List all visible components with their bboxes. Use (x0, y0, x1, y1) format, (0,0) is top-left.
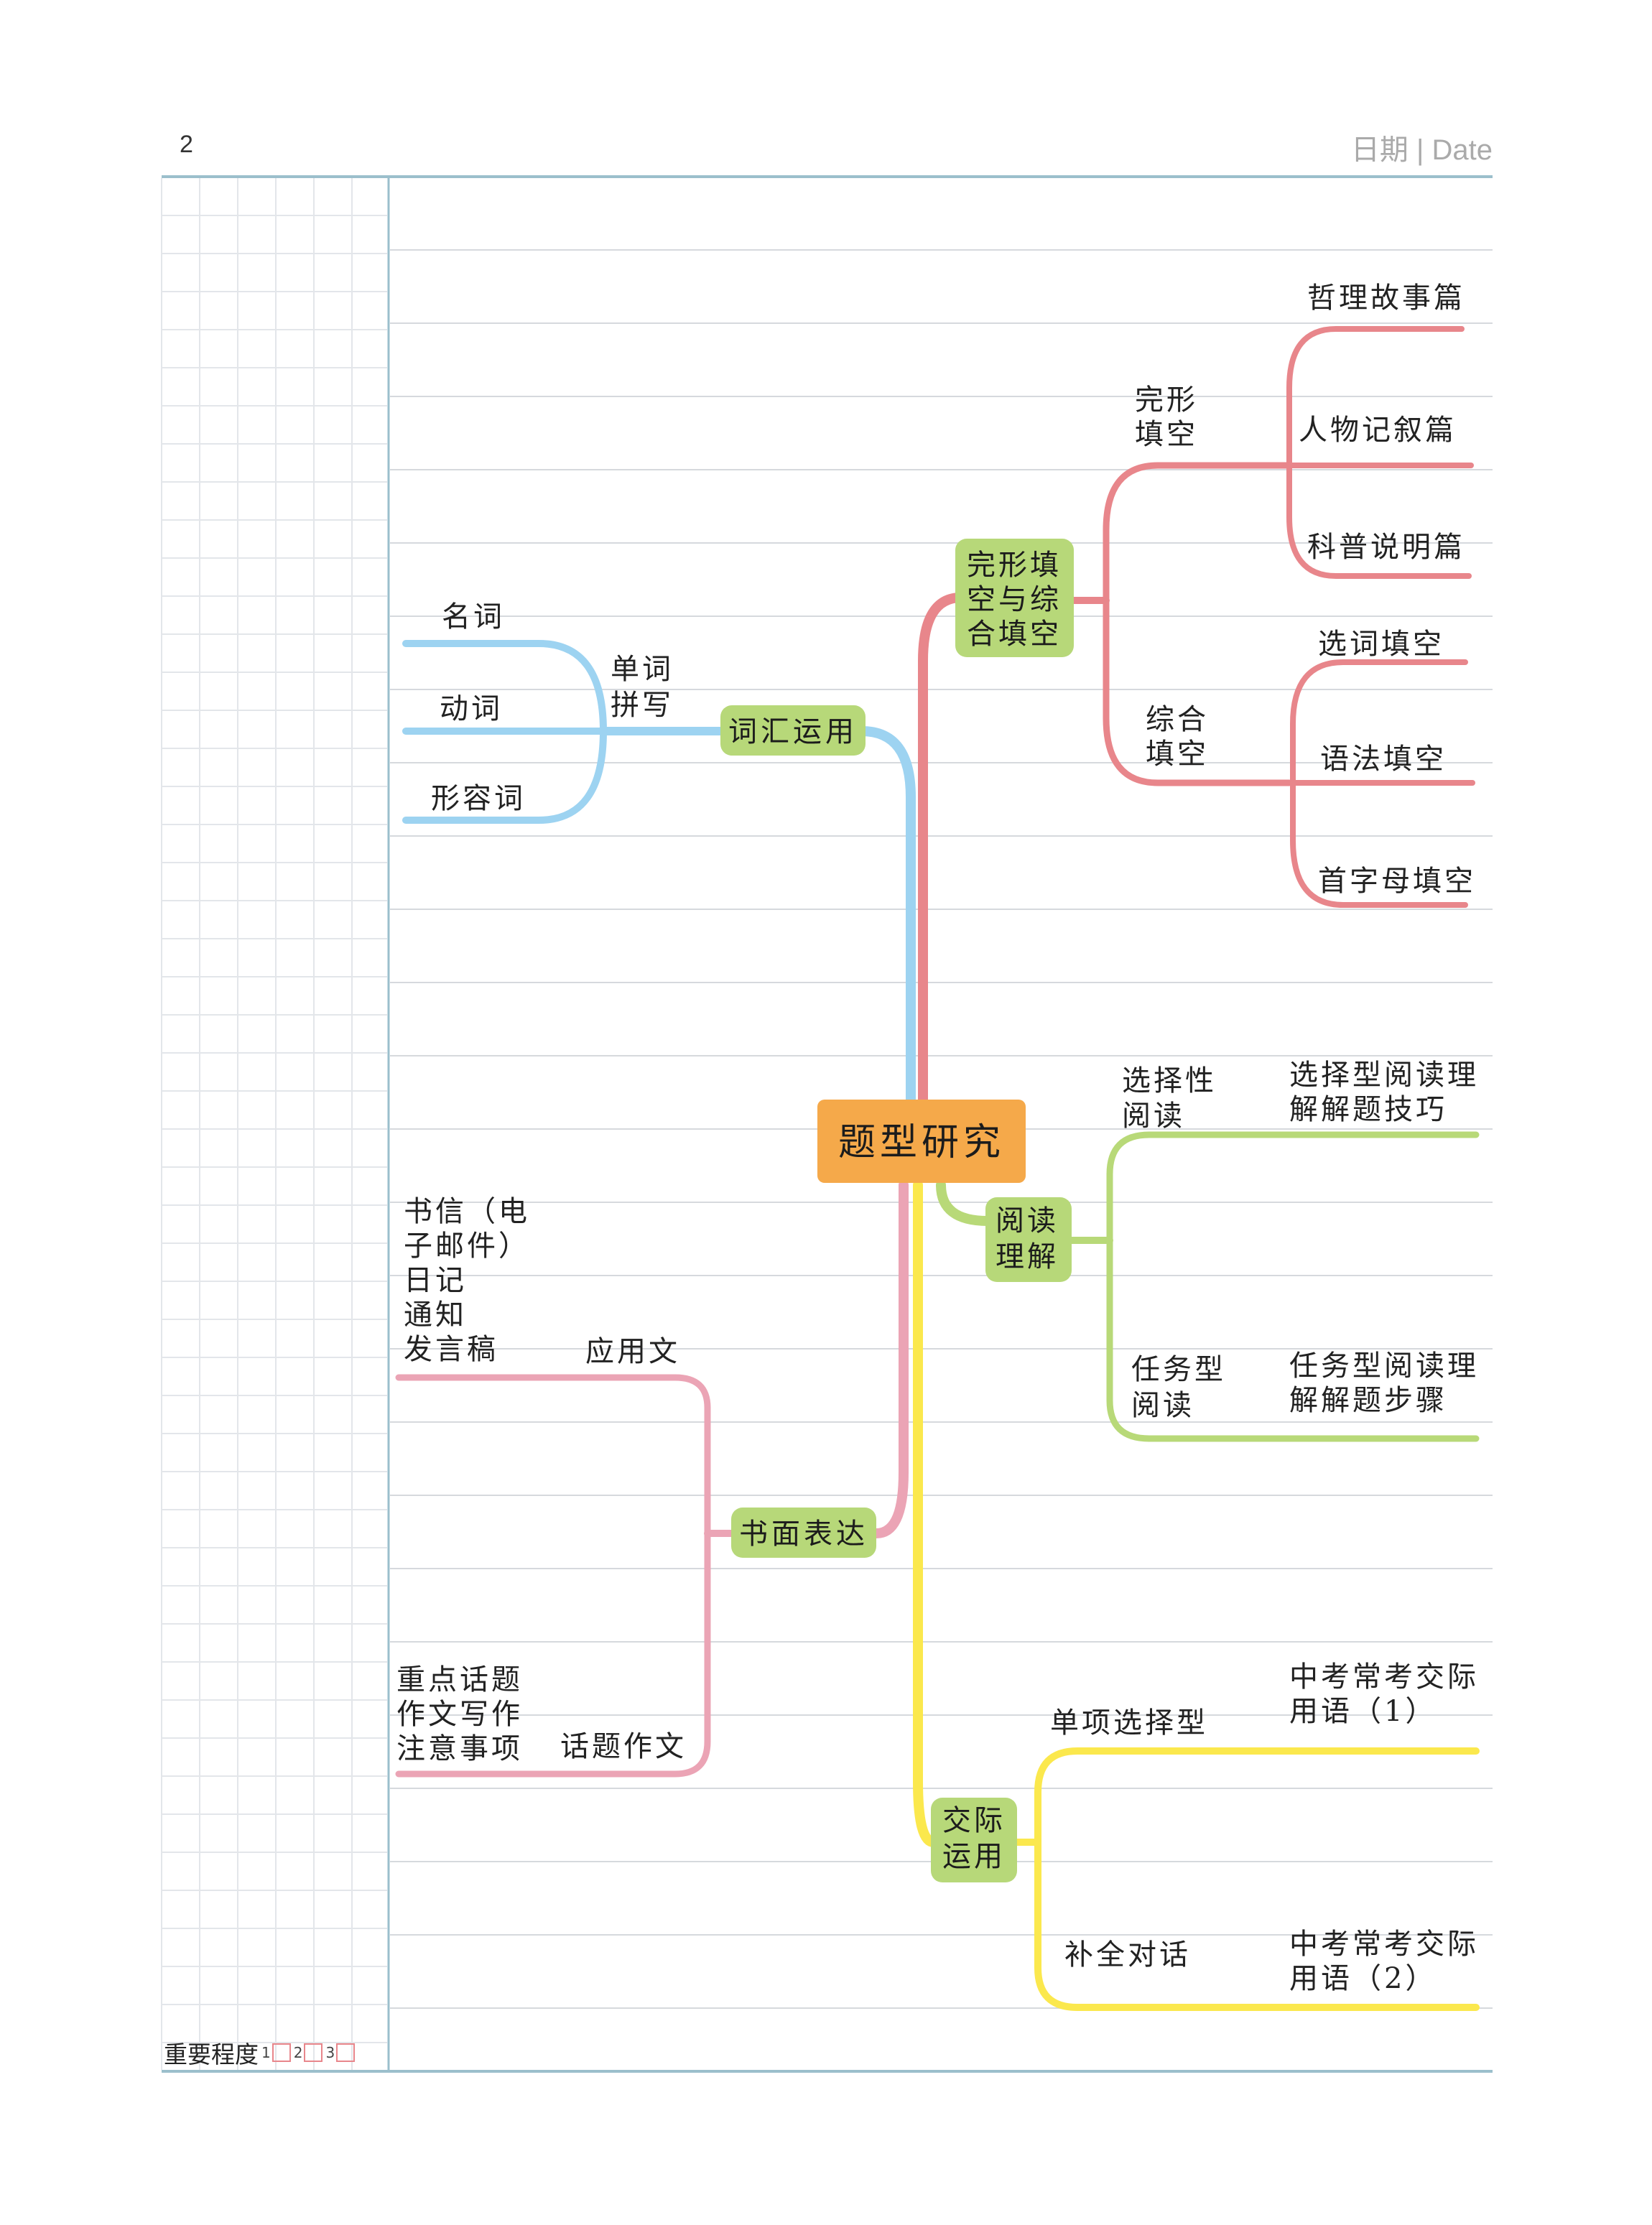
notebook-frame (162, 175, 1493, 2073)
vocab-item-adjective: 形容词 (431, 782, 526, 815)
importance-level-1-checkbox[interactable] (272, 2043, 291, 2062)
cloze-item-grammar: 语法填空 (1320, 743, 1447, 776)
communication-group-1-label: 单项选择型 (1050, 1706, 1208, 1739)
communication-node: 交际 运用 (931, 1798, 1018, 1882)
cloze-label-line-3: 合填空 (967, 618, 1062, 651)
communication-label-line-1: 交际 (942, 1804, 1006, 1837)
svg-text:交际 运用: 交际 运用 (942, 1804, 1018, 1873)
vocab-item-verb: 动词 (440, 692, 503, 725)
vocab-node: 词汇运用 (720, 705, 866, 756)
reading-node: 阅读 理解 (985, 1197, 1072, 1282)
reading-label-line-2: 理解 (996, 1240, 1059, 1273)
communication-group-2-label: 补全对话 (1064, 1938, 1191, 1971)
writing-group-2-detail: 重点话题 作文写作 注意事项 (396, 1663, 535, 1765)
reading-group-2-label: 任务型 阅读 (1131, 1353, 1238, 1422)
cloze-item-philosophy: 哲理故事篇 (1307, 282, 1465, 315)
cloze-label-line-2: 空与综 (967, 583, 1062, 616)
date-label: 日期 | Date (1350, 134, 1493, 166)
cloze-node: 完形填 空与综 合填空 (955, 539, 1074, 657)
communication-group-1-detail: 中考常考交际 用语（1） (1289, 1660, 1491, 1728)
cloze-item-word-choice: 选词填空 (1318, 628, 1444, 661)
reading-label-line-1: 阅读 (996, 1204, 1059, 1237)
reading-group-1-detail: 选择型阅读理 解解题技巧 (1289, 1059, 1491, 1126)
svg-text:阅读 理解: 阅读 理解 (996, 1204, 1071, 1273)
importance-level-2-checkbox[interactable] (304, 2043, 323, 2062)
cloze-label-line-1: 完形填 (967, 549, 1062, 582)
margin-grid (161, 178, 387, 2070)
writing-node: 书面表达 (731, 1508, 876, 1558)
communication-label-line-2: 运用 (942, 1840, 1006, 1873)
vocab-label: 词汇运用 (728, 715, 858, 748)
cloze-group-1-label: 完形 填空 (1135, 384, 1210, 451)
center-node: 题型研究 (817, 1100, 1026, 1183)
cloze-item-initial-letter: 首字母填空 (1318, 865, 1476, 898)
importance-level-3-checkbox[interactable] (336, 2043, 356, 2062)
vocab-item-noun: 名词 (442, 600, 505, 633)
communication-group-2-detail: 中考常考交际 用语（2） (1289, 1928, 1491, 1995)
vocab-sub-label: 单词 拼写 (611, 653, 686, 722)
center-label: 题型研究 (838, 1121, 1005, 1164)
writing-group-2-label: 话题作文 (560, 1730, 687, 1763)
writing-group-1-label: 应用文 (585, 1335, 680, 1368)
writing-group-1-detail: 书信（电 子邮件） 日记 通知 发言稿 (404, 1195, 542, 1366)
page-number: 2 (180, 131, 193, 158)
svg-text:完形填 空与综 合填空: 完形填 空与综 合填空 (967, 549, 1074, 651)
importance-level-1-number: 1 (261, 2044, 271, 2061)
vocab-sub-line-2: 拼写 (611, 689, 674, 722)
cloze-item-narrative: 人物记叙篇 (1299, 414, 1457, 447)
cloze-item-science: 科普说明篇 (1307, 531, 1465, 564)
writing-label: 书面表达 (739, 1518, 868, 1551)
importance-label: 重要程度 (164, 2040, 259, 2068)
importance-level-3-number: 3 (325, 2044, 335, 2061)
importance-rating: 重要程度 1 2 3 (164, 2035, 356, 2070)
vocab-sub-line-1: 单词 (611, 653, 674, 686)
cloze-group-2-label: 综合 填空 (1146, 703, 1221, 771)
importance-level-2-number: 2 (293, 2044, 303, 2061)
branch-lines (395, 326, 1480, 2011)
reading-group-1-label: 选择性 阅读 (1122, 1064, 1229, 1133)
reading-group-2-detail: 任务型阅读理 解解题步骤 (1289, 1350, 1491, 1417)
